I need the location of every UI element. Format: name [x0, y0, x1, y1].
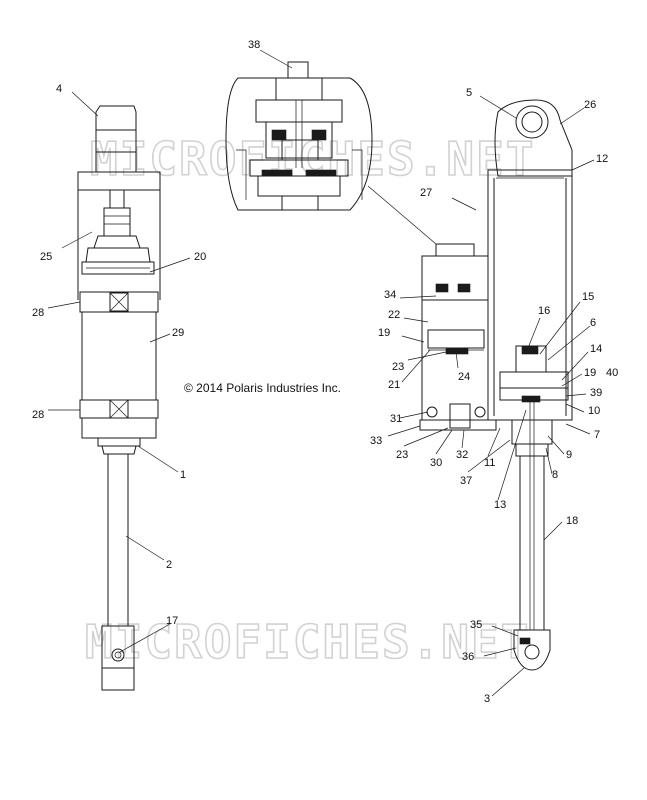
callout-18: 18: [566, 515, 578, 527]
callout-15: 15: [582, 291, 594, 303]
callout-21: 21: [388, 379, 400, 391]
callout-14: 14: [590, 343, 602, 355]
callout-27: 27: [420, 187, 432, 199]
leader-lines: [47, 49, 595, 697]
callout-25: 25: [40, 251, 52, 263]
callout-7: 7: [594, 429, 600, 441]
callout-8: 8: [552, 469, 558, 481]
callout-19-right: 19: [584, 367, 596, 379]
callout-19-left: 19: [378, 327, 390, 339]
callout-12: 12: [596, 153, 608, 165]
callout-36: 36: [462, 651, 474, 663]
callout-2: 2: [166, 559, 172, 571]
callout-26: 26: [584, 99, 596, 111]
callout-1: 1: [180, 469, 186, 481]
callout-9: 9: [566, 449, 572, 461]
watermark-bottom: MICROFICHES.NET: [85, 615, 530, 669]
callout-37: 37: [460, 475, 472, 487]
detail-connector-line: [367, 185, 437, 245]
callout-23-top: 23: [392, 361, 404, 373]
right-shock-section: [419, 99, 573, 671]
callout-39: 39: [590, 387, 602, 399]
callout-numbers: 4 25 20 28 29 28 1 2 17 38 5 26 12 27 34…: [32, 39, 618, 705]
callout-6: 6: [590, 317, 596, 329]
callout-5: 5: [466, 87, 472, 99]
detail-view-bubble: [225, 61, 373, 211]
callout-30: 30: [430, 457, 442, 469]
callout-11: 11: [484, 457, 495, 469]
callout-38: 38: [248, 39, 260, 51]
callout-28-bottom: 28: [32, 409, 44, 421]
callout-28-top: 28: [32, 307, 44, 319]
left-shock-exterior: [77, 105, 161, 691]
callout-33: 33: [370, 435, 382, 447]
callout-22: 22: [388, 309, 400, 321]
callout-3: 3: [484, 693, 490, 705]
callout-23-bottom: 23: [396, 449, 408, 461]
callout-13: 13: [494, 499, 506, 511]
callout-17: 17: [166, 615, 178, 627]
callout-4: 4: [56, 83, 62, 95]
callout-35: 35: [470, 619, 482, 631]
callout-34: 34: [384, 289, 396, 301]
callout-16: 16: [538, 305, 550, 317]
callout-32: 32: [456, 449, 468, 461]
callout-24: 24: [458, 371, 470, 383]
callout-31: 31: [390, 413, 402, 425]
copyright-notice: © 2014 Polaris Industries Inc.: [184, 381, 341, 395]
callout-29: 29: [172, 327, 184, 339]
callout-40: 40: [606, 367, 618, 379]
callout-20: 20: [194, 251, 206, 263]
callout-10: 10: [588, 405, 600, 417]
